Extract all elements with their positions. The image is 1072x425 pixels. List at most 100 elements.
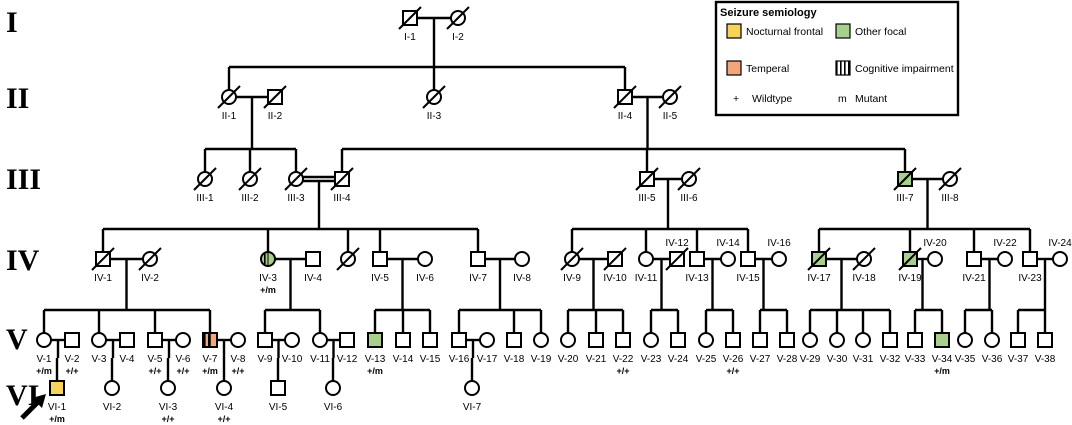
legend: Seizure semiology Nocturnal frontal Othe… xyxy=(714,0,960,117)
individual-label: V-37 xyxy=(1008,354,1029,365)
individual-iii-3: III-3 xyxy=(284,167,308,204)
individual-v-18: V-18 xyxy=(504,332,525,365)
individual-label: I-2 xyxy=(452,32,464,43)
individual-label: V-18 xyxy=(504,354,525,365)
female-circle-icon xyxy=(284,332,300,348)
genotype-label: +/m xyxy=(49,414,65,424)
legend-symbol-wildtype: + xyxy=(733,93,739,105)
deceased-slash-icon xyxy=(603,247,627,271)
legend-swatch-other-focal xyxy=(835,23,851,39)
individual-label: IV-5 xyxy=(371,273,389,284)
male-square-icon xyxy=(752,332,768,348)
female-circle-icon xyxy=(36,332,52,348)
individual-iii-7: III-7 xyxy=(893,167,917,204)
genotype-label: +/+ xyxy=(161,414,174,424)
individual-label: III-6 xyxy=(680,193,698,204)
individual-label: VI-7 xyxy=(463,402,482,413)
individual-label: IV-4 xyxy=(304,273,322,284)
individual-iv-14: IV-14 xyxy=(716,238,740,267)
individual-v-12: V-12 xyxy=(337,332,358,365)
female-circle-icon xyxy=(927,251,943,267)
relationship-lines xyxy=(42,16,1053,381)
male-square-icon xyxy=(451,332,467,348)
female-circle-icon xyxy=(560,332,576,348)
individual-label: IV-24 xyxy=(1048,238,1072,249)
deceased-slash-icon xyxy=(938,167,962,191)
genotype-label: +/m xyxy=(934,366,950,376)
individual-ii-3: II-3 xyxy=(422,85,446,122)
deceased-slash-icon xyxy=(807,247,831,271)
individual-iv-1: IV-1 xyxy=(91,247,115,284)
male-square-icon xyxy=(305,251,321,267)
individual-v-29: V-29 xyxy=(800,332,821,365)
individual-label: V-4 xyxy=(119,354,134,365)
male-square-icon xyxy=(506,332,522,348)
individual-label: V-32 xyxy=(880,354,901,365)
male-square-icon xyxy=(588,332,604,348)
individual-label: III-2 xyxy=(241,193,259,204)
genotype-label: +/m xyxy=(260,285,276,295)
female-circle-icon xyxy=(984,332,1000,348)
female-circle-icon xyxy=(957,332,973,348)
individual-iv-9: IV-9 xyxy=(560,247,584,284)
deceased-slash-icon xyxy=(91,247,115,271)
individual-v-4: V-4 xyxy=(119,332,135,365)
individual-label: VI-4 xyxy=(215,402,234,413)
male-square-icon xyxy=(339,332,355,348)
deceased-slash-icon xyxy=(665,247,689,271)
individual-label: IV-23 xyxy=(1018,273,1042,284)
individual-label: VI-5 xyxy=(269,402,288,413)
individual-label: V-30 xyxy=(827,354,848,365)
individual-iv-20: IV-20 xyxy=(923,238,947,267)
female-circle-icon xyxy=(175,332,191,348)
male-square-icon xyxy=(1037,332,1053,348)
individual-label: V-28 xyxy=(777,354,798,365)
individual-v-32: V-32 xyxy=(880,332,901,365)
individual-v-17: V-17 xyxy=(477,332,498,365)
individual-v-31: V-31 xyxy=(853,332,874,365)
male-square-icon xyxy=(907,332,923,348)
deceased-slash-icon xyxy=(658,85,682,109)
individual-label: IV-22 xyxy=(993,238,1017,249)
individual-v-22: V-22+/+ xyxy=(613,332,634,376)
individual-label: V-21 xyxy=(586,354,607,365)
female-circle-icon xyxy=(829,332,845,348)
genotype-label: +/+ xyxy=(231,366,244,376)
female-circle-icon xyxy=(698,332,714,348)
legend-label-cognitive-impairment: Cognitive impairment xyxy=(855,63,954,75)
male-square-icon xyxy=(779,332,795,348)
individual-iii-6: III-6 xyxy=(677,167,701,204)
deceased-slash-icon xyxy=(336,247,360,271)
male-square-icon xyxy=(64,332,80,348)
individual-iv-3: IV-3+/m xyxy=(259,251,277,295)
genotype-label: +/+ xyxy=(616,366,629,376)
individual-label: V-38 xyxy=(1035,354,1056,365)
individual-iv-17: IV-17 xyxy=(807,247,831,284)
individual-label: III-3 xyxy=(287,193,305,204)
individual-label: V-3 xyxy=(91,354,106,365)
cognitive-impairment-hatch xyxy=(202,332,211,348)
deceased-slash-icon xyxy=(852,247,876,271)
individual-i-2: I-2 xyxy=(446,6,470,43)
individual-label: V-31 xyxy=(853,354,874,365)
individual-label: VI-3 xyxy=(159,402,178,413)
deceased-slash-icon xyxy=(422,85,446,109)
deceased-slash-icon xyxy=(613,85,637,109)
individual-v-9: V-9 xyxy=(257,332,273,365)
genotype-label: +/+ xyxy=(726,366,739,376)
individual-label: VI-1 xyxy=(48,402,67,413)
generation-label-3: III xyxy=(6,163,41,196)
individual-label: V-34 xyxy=(932,354,953,365)
individual-iii-2: III-2 xyxy=(238,167,262,204)
female-circle-icon xyxy=(533,332,549,348)
deceased-slash-icon xyxy=(560,247,584,271)
female-circle-icon xyxy=(417,251,433,267)
individual-label: V-33 xyxy=(905,354,926,365)
individual-v-11: V-11 xyxy=(310,332,330,365)
female-circle-icon xyxy=(464,380,480,396)
individual-iv-16: IV-16 xyxy=(767,238,791,267)
genotype-label: +/m xyxy=(202,366,218,376)
male-square-icon xyxy=(882,332,898,348)
individual-label: III-8 xyxy=(941,193,959,204)
legend-label-other-focal: Other focal xyxy=(855,26,906,38)
